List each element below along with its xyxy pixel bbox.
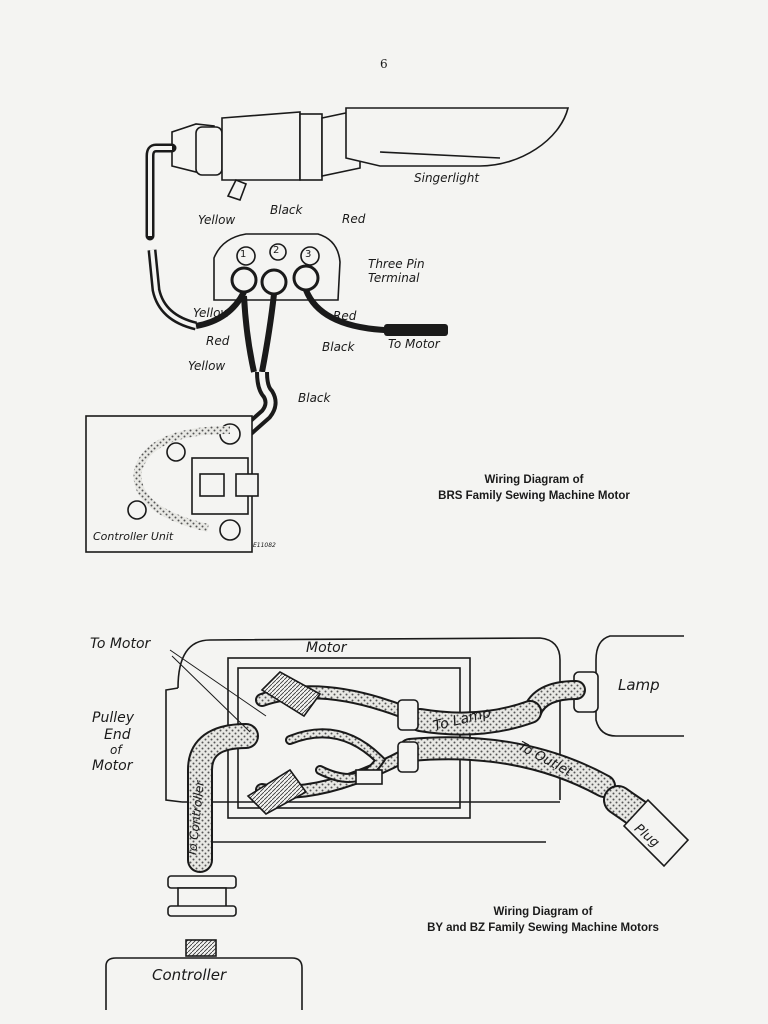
caption-brs: Wiring Diagram of BRS Family Sewing Mach… — [414, 473, 654, 504]
byz-diagram — [105, 635, 690, 1010]
label-motor: Motor — [306, 640, 347, 656]
label-controller: Controller — [152, 966, 227, 984]
label-yellow-lower: Yellow — [188, 359, 226, 373]
label-black-lower: Black — [298, 391, 331, 405]
singerlight-lamp — [171, 107, 570, 202]
label-pulley-end: End — [104, 727, 131, 743]
label-yellow-wire: Yellow — [193, 306, 231, 320]
label-black-wire: Black — [322, 340, 355, 354]
label-to-motor-brs: To Motor — [388, 337, 440, 351]
label-terminal: Terminal — [368, 271, 420, 285]
label-lamp: Lamp — [618, 676, 660, 694]
caption-brs-line1: Wiring Diagram of — [484, 474, 584, 486]
plug — [622, 798, 690, 868]
label-pulley: Pulley — [92, 710, 134, 726]
caption-brs-line2: BRS Family Sewing Machine Motor — [438, 489, 630, 502]
controller-loop-cable — [133, 426, 231, 532]
caption-byz-line1: Wiring Diagram of — [493, 906, 593, 918]
label-singerlight: Singerlight — [414, 171, 480, 185]
wire-connectors — [246, 671, 419, 815]
braided-cables — [187, 680, 659, 873]
pin-1: 1 — [240, 249, 247, 260]
label-yellow-top: Yellow — [198, 213, 236, 227]
label-figure-code: E11082 — [253, 542, 276, 549]
pin-3: 3 — [305, 249, 312, 260]
label-red-top: Red — [342, 212, 366, 226]
label-to-motor-byz: To Motor — [90, 636, 151, 652]
pin-2: 2 — [273, 245, 280, 256]
caption-byz: Wiring Diagram of BY and BZ Family Sewin… — [390, 905, 696, 936]
terminal-wires — [195, 288, 448, 373]
label-red-wire-left: Red — [206, 334, 230, 348]
label-pulley-of: of — [110, 743, 122, 757]
label-pulley-motor: Motor — [92, 758, 133, 774]
controller-spool — [167, 875, 237, 957]
three-pin-terminal — [213, 233, 341, 301]
label-three-pin: Three Pin — [368, 257, 425, 271]
label-black-top: Black — [270, 203, 303, 217]
caption-byz-line2: BY and BZ Family Sewing Machine Motors — [427, 921, 659, 934]
brs-diagram — [85, 107, 570, 553]
label-red-wire-right: Red — [333, 309, 357, 323]
to-motor-leaders — [169, 649, 267, 733]
lamp-cord — [145, 143, 177, 241]
controller-box — [105, 957, 303, 1010]
label-controller-unit: Controller Unit — [93, 530, 174, 543]
to-motor-plug — [384, 324, 448, 336]
page-number: 6 — [380, 57, 388, 71]
